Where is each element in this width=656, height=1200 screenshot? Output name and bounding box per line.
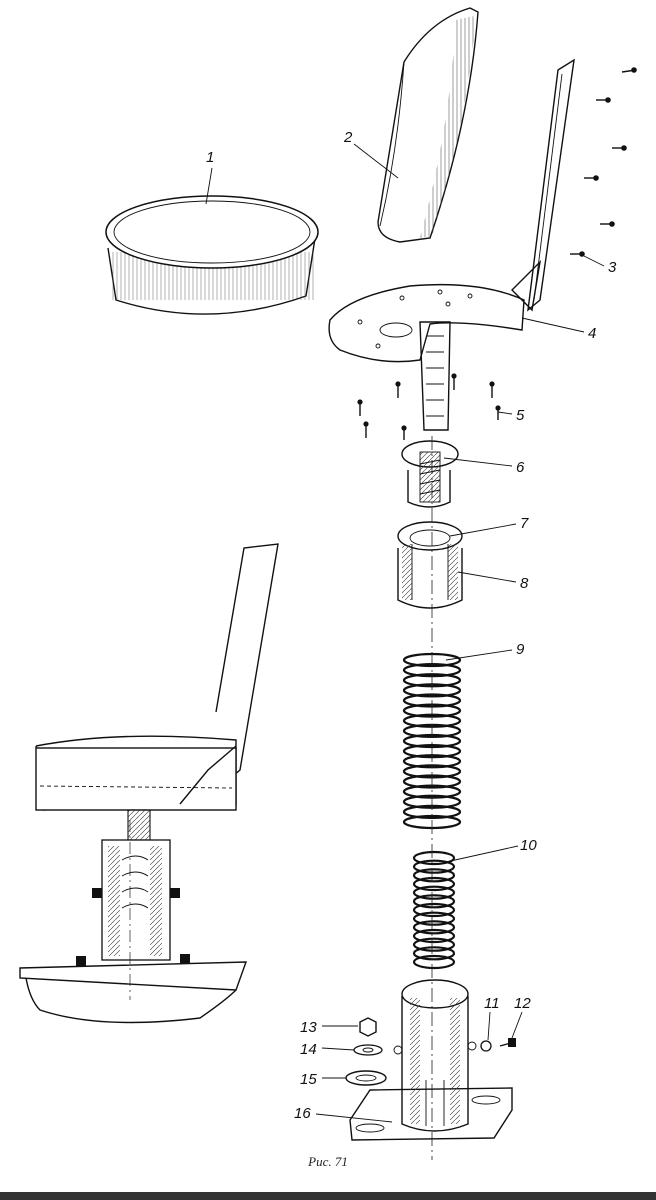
screw <box>357 399 363 416</box>
part-6-threaded-bushing <box>401 440 459 508</box>
part-10-small-spring <box>412 850 456 970</box>
screw <box>363 421 369 438</box>
figure-caption: Рис. 71 <box>307 1154 348 1169</box>
screw <box>451 373 457 390</box>
spring-coil <box>412 859 456 874</box>
spring-coil <box>412 885 456 900</box>
label-part-3: 3 <box>608 259 617 276</box>
screw <box>489 381 495 398</box>
spring-coil <box>412 902 456 918</box>
part-12-bolt <box>499 1038 516 1047</box>
screw <box>584 175 599 181</box>
label-part-9: 9 <box>516 641 525 658</box>
screw <box>600 221 615 227</box>
part-16-base-tube <box>349 979 513 1141</box>
label-part-10: 10 <box>520 837 537 854</box>
label-part-2: 2 <box>343 129 353 146</box>
label-part-12: 12 <box>514 995 531 1012</box>
screw <box>596 97 611 103</box>
part-4-seat-frame <box>328 58 575 431</box>
spring-coil <box>412 920 456 935</box>
spring-coil <box>412 937 456 952</box>
label-part-6: 6 <box>516 459 525 476</box>
label-part-4: 4 <box>588 325 596 342</box>
label-part-14: 14 <box>300 1041 317 1058</box>
part-2-backrest-cushion <box>377 7 479 243</box>
page-bottom-border <box>0 1192 656 1200</box>
part-1-seat-cushion <box>105 195 319 315</box>
part-labels: 1 2 3 4 5 6 7 8 9 10 11 12 13 14 15 16 <box>206 129 617 1122</box>
spring-coil <box>412 850 456 866</box>
spring-coil <box>412 911 456 926</box>
label-part-7: 7 <box>520 515 529 532</box>
part-14-washer <box>353 1044 383 1056</box>
label-part-15: 15 <box>300 1071 317 1088</box>
spring-coil <box>412 876 456 892</box>
label-part-8: 8 <box>520 575 529 592</box>
screw <box>495 405 501 420</box>
spring-coil <box>412 868 456 883</box>
spring-coil <box>412 928 456 944</box>
screw <box>395 381 401 398</box>
label-part-5: 5 <box>516 407 525 424</box>
screw <box>401 425 407 440</box>
part-15-gasket <box>345 1070 387 1086</box>
label-part-16: 16 <box>294 1105 311 1122</box>
label-part-1: 1 <box>206 149 214 166</box>
label-part-13: 13 <box>300 1019 317 1036</box>
part-5-small-screws <box>357 373 501 440</box>
spring-coil <box>412 894 456 909</box>
label-part-11: 11 <box>484 995 500 1012</box>
part-3-screws <box>570 67 637 257</box>
part-13-hex-nut <box>359 1017 377 1037</box>
spring-coil <box>412 954 456 970</box>
leader-lines <box>205 143 605 1123</box>
screw <box>612 145 627 151</box>
part-11-nut <box>480 1040 492 1052</box>
assembled-chair-view <box>19 543 279 1024</box>
screw <box>621 67 637 73</box>
screw <box>570 251 585 257</box>
spring-coil <box>412 946 456 961</box>
part-7-8-sleeves <box>397 521 463 609</box>
